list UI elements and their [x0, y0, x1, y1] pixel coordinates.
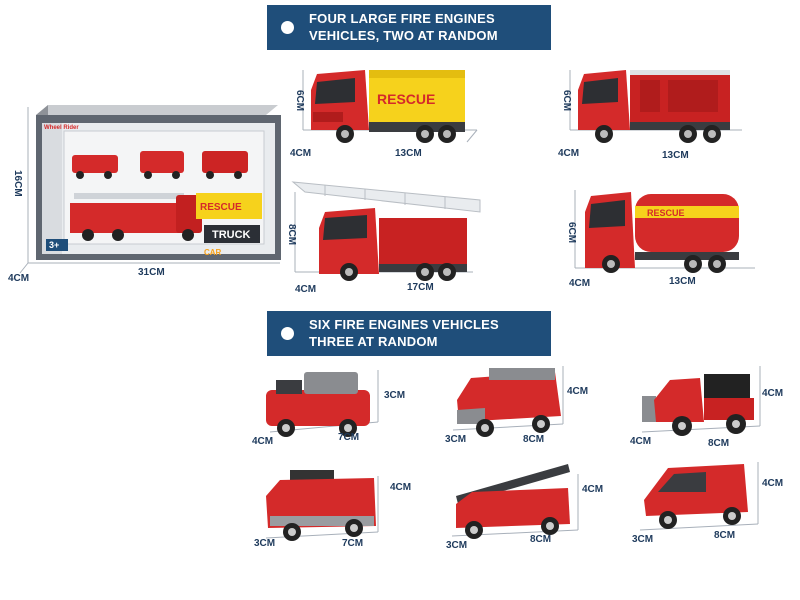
height-label: 4CM [762, 388, 784, 399]
depth-label: 4CM [290, 148, 312, 159]
length-label: 13CM [669, 276, 696, 287]
bullet-icon [281, 326, 294, 340]
package-car-label: CAR [204, 248, 222, 257]
package-height-label: 16CM [12, 170, 23, 197]
height-label: 3CM [384, 390, 406, 401]
ladder-truck: 8CM 4CM 17CM [285, 172, 485, 295]
age-badge: 3+ [49, 240, 59, 250]
fire-van: 4CM 3CM 8CM [628, 452, 793, 552]
length-label: 8CM [530, 534, 552, 545]
length-label: 7CM [342, 538, 364, 549]
height-label: 8CM [286, 224, 297, 246]
fuel-tanker-truck: RESCUE 6CM 4CM 13CM [565, 180, 760, 290]
package-rescue-label: RESCUE [200, 202, 242, 213]
length-label: 8CM [708, 438, 730, 449]
armored-rescue-truck: 4CM 3CM 8CM [445, 358, 595, 450]
depth-label: 4CM [295, 284, 317, 295]
height-label: 4CM [582, 484, 604, 495]
bullet-icon [281, 20, 294, 34]
top-banner: FOUR LARGE FIRE ENGINES VEHICLES, TWO AT… [267, 5, 551, 50]
cannon-fire-truck: 4CM 3CM 7CM [250, 466, 412, 556]
package-depth-label: 4CM [8, 273, 30, 284]
package-box: RESCUE TRUCK CAR 3+ Wheel Rider 16CM 4CM… [8, 85, 293, 285]
height-label: 4CM [762, 478, 784, 489]
length-label: 8CM [714, 530, 736, 541]
water-tanker-truck: 6CM 4CM 13CM [558, 60, 750, 165]
fire-jeep: 3CM 4CM 7CM [250, 362, 410, 452]
height-label: 4CM [567, 386, 589, 397]
length-label: 7CM [338, 432, 360, 443]
rescue-box-label: RESCUE [377, 91, 435, 107]
package-brand: Wheel Rider [44, 125, 79, 131]
bulldozer-truck: 4CM 4CM 8CM [628, 360, 793, 452]
top-banner-line-2: VEHICLES, TWO AT RANDOM [309, 28, 498, 43]
length-label: 13CM [662, 150, 689, 161]
height-label: 6CM [566, 222, 577, 244]
package-illustration: RESCUE TRUCK CAR 3+ [19, 105, 281, 274]
depth-label: 3CM [446, 540, 468, 551]
ladder-fire-truck: 4CM 3CM 8CM [442, 458, 604, 553]
height-label: 6CM [294, 90, 305, 112]
rescue-box-truck: RESCUE 6CM 4CM 13CM [290, 60, 485, 165]
depth-label: 4CM [630, 436, 652, 447]
bottom-banner-line-1: SIX FIRE ENGINES VEHICLES [309, 317, 499, 332]
height-label: 4CM [390, 482, 412, 493]
depth-label: 3CM [254, 538, 276, 549]
depth-label: 3CM [632, 534, 654, 545]
length-label: 8CM [523, 434, 545, 445]
package-truck-label: TRUCK [212, 229, 251, 241]
depth-label: 3CM [445, 434, 467, 445]
package-width-label: 31CM [138, 267, 165, 278]
depth-label: 4CM [252, 436, 274, 447]
top-banner-line-1: FOUR LARGE FIRE ENGINES [309, 11, 495, 26]
length-label: 13CM [395, 148, 422, 159]
depth-label: 4CM [569, 278, 591, 289]
bottom-banner-line-2: THREE AT RANDOM [309, 334, 438, 349]
length-label: 17CM [407, 282, 434, 293]
bottom-banner: SIX FIRE ENGINES VEHICLES THREE AT RANDO… [267, 311, 551, 356]
height-label: 6CM [561, 90, 572, 112]
tanker-rescue-label: RESCUE [647, 208, 685, 218]
depth-label: 4CM [558, 148, 580, 159]
